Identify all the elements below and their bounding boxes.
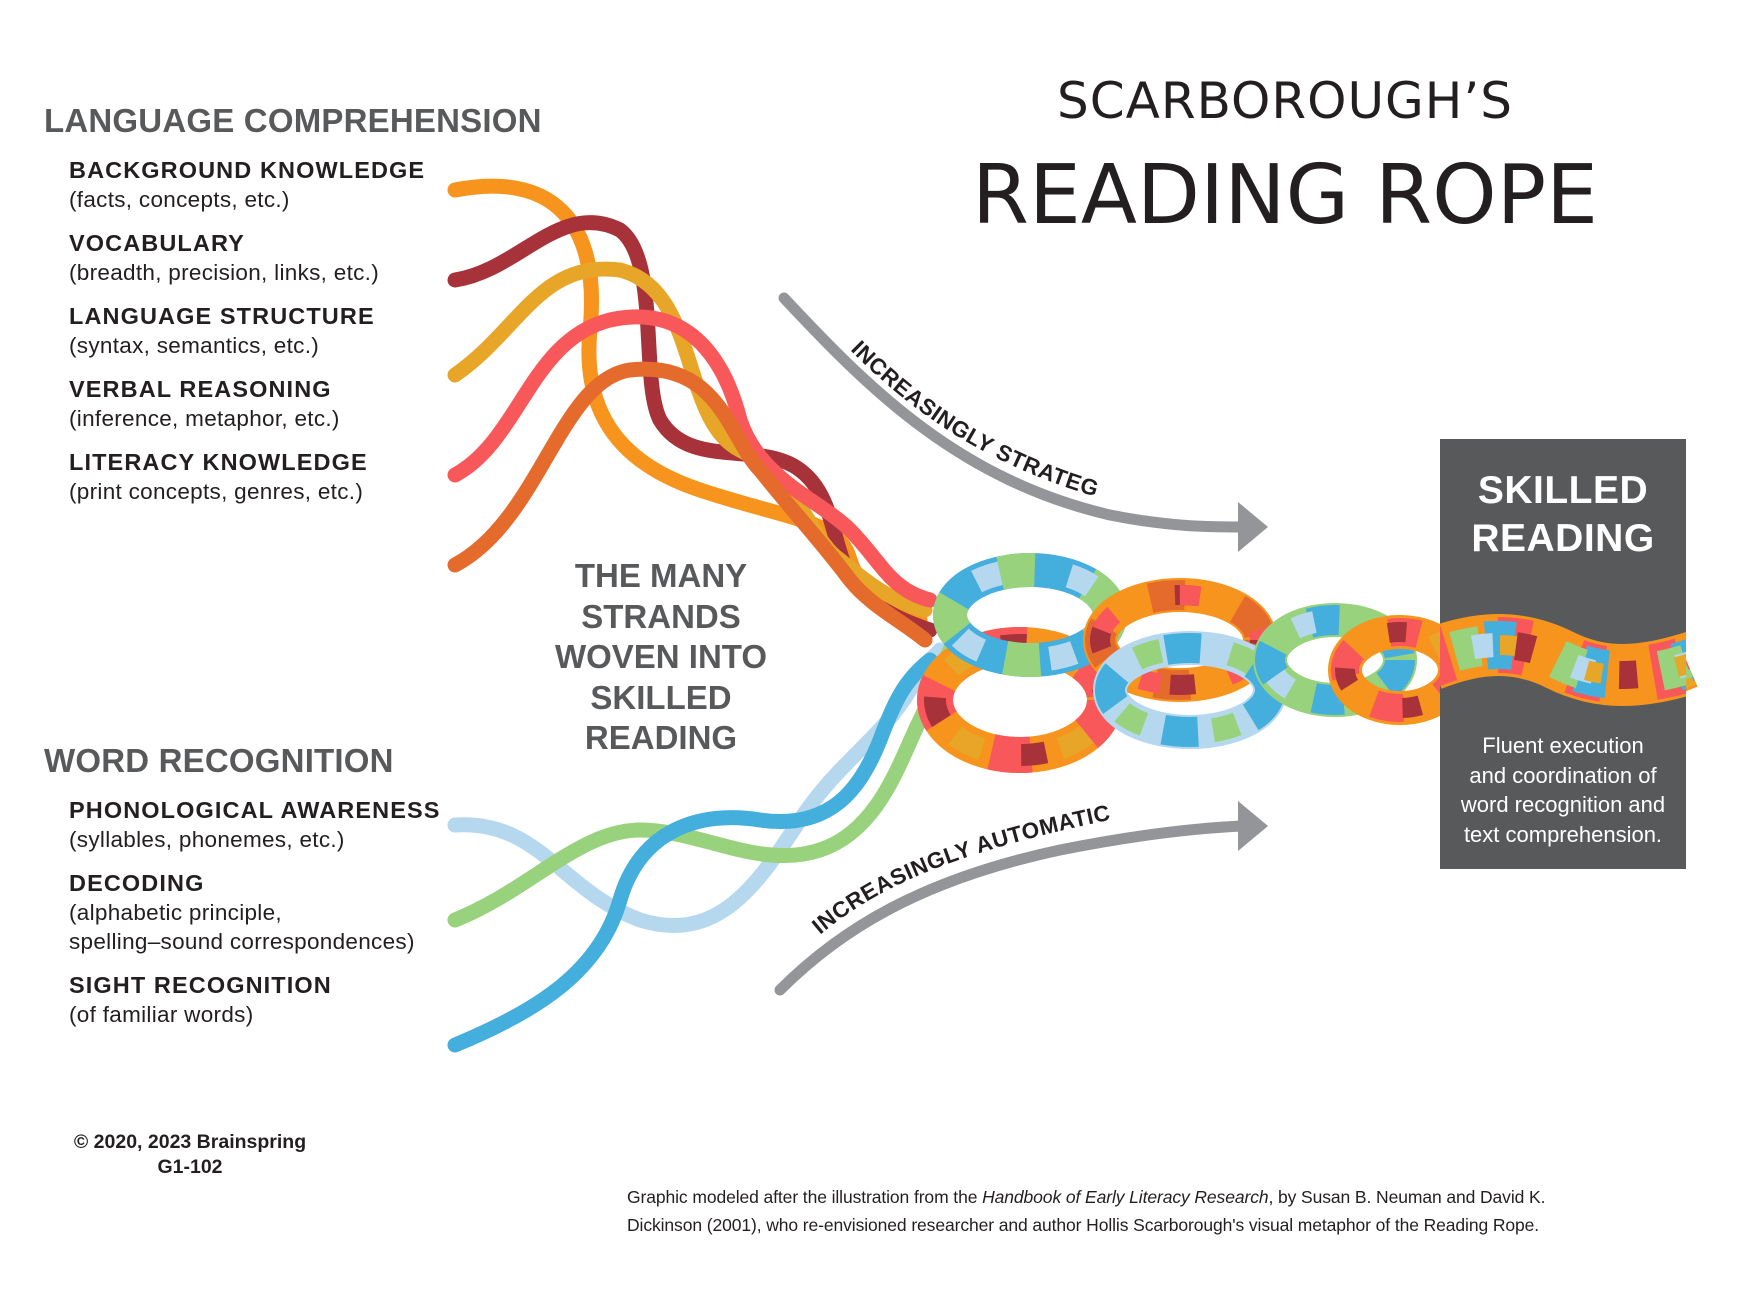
skilled-desc-line: and coordination of	[1469, 762, 1657, 788]
arrowhead-right-icon	[1238, 502, 1268, 552]
item-description: (facts, concepts, etc.)	[69, 187, 290, 212]
item-description: (of familiar words)	[69, 1002, 254, 1027]
item-title: VOCABULARY	[69, 230, 245, 256]
arrow-curve-automatic	[774, 820, 1248, 996]
center-label: THE MANY STRANDS WOVEN INTO SKILLED READ…	[531, 556, 791, 759]
strand-literacy-knowledge	[447, 361, 933, 648]
citation-line-2: Dickinson (2001), who re-envisioned rese…	[627, 1215, 1540, 1235]
item-title: LITERACY KNOWLEDGE	[69, 449, 368, 475]
skilled-reading-description: Fluent execution and coordination of wor…	[1440, 731, 1686, 849]
center-label-line: STRANDS	[581, 597, 741, 635]
title-line-1: SCARBOROUGH’S	[1056, 72, 1514, 130]
center-label-line: SKILLED	[590, 678, 732, 716]
list-item-background-knowledge: BACKGROUND KNOWLEDGE (facts, concepts, e…	[69, 155, 425, 214]
citation-book-title: Handbook of Early Literacy Research	[982, 1187, 1269, 1207]
skilled-desc-line: text comprehension.	[1463, 821, 1663, 847]
item-title: PHONOLOGICAL AWARENESS	[69, 797, 441, 823]
item-description: (syntax, semantics, etc.)	[69, 333, 320, 358]
item-description: (syllables, phonemes, etc.)	[69, 827, 345, 852]
skilled-reading-title: SKILLED READING	[1440, 467, 1686, 563]
skilled-desc-line: word recognition and	[1460, 792, 1666, 817]
copyright-notice: © 2020, 2023 Brainspring G1-102	[40, 1130, 340, 1180]
item-description: (alphabetic principle,	[69, 900, 282, 925]
item-title: VERBAL REASONING	[69, 376, 332, 402]
list-item-verbal-reasoning: VERBAL REASONING (inference, metaphor, e…	[69, 374, 340, 433]
item-description: spelling–sound correspondences)	[69, 929, 415, 954]
item-description: (inference, metaphor, etc.)	[69, 406, 340, 431]
language-comprehension-strands	[447, 178, 938, 648]
skilled-desc-line: Fluent execution	[1482, 733, 1644, 758]
citation: Graphic modeled after the illustration f…	[627, 1183, 1545, 1239]
item-description: (print concepts, genres, etc.)	[69, 479, 364, 504]
word-recognition-strands	[447, 642, 958, 1053]
list-item-literacy-knowledge: LITERACY KNOWLEDGE (print concepts, genr…	[69, 447, 368, 506]
list-item-phonological-awareness: PHONOLOGICAL AWARENESS (syllables, phone…	[69, 795, 441, 854]
center-label-line: THE MANY	[574, 557, 748, 594]
language-comprehension-heading: LANGUAGE COMPREHENSION	[44, 102, 542, 139]
center-label-line: READING	[584, 719, 738, 756]
item-title: DECODING	[69, 870, 205, 896]
list-item-language-structure: LANGUAGE STRUCTURE (syntax, semantics, e…	[69, 301, 375, 360]
center-label-line: WOVEN INTO	[554, 638, 768, 675]
word-recognition-heading: WORD RECOGNITION	[44, 742, 394, 779]
list-item-decoding: DECODING (alphabetic principle, spelling…	[69, 868, 415, 956]
strand-verbal-reasoning	[447, 309, 938, 608]
item-description: (breadth, precision, links, etc.)	[69, 260, 380, 285]
document-code: G1-102	[157, 1156, 223, 1178]
list-item-vocabulary: VOCABULARY (breadth, precision, links, e…	[69, 228, 379, 287]
skilled-title-line2: READING	[1471, 517, 1655, 560]
citation-line-1: Graphic modeled after the illustration f…	[627, 1183, 1545, 1211]
arrowhead-right-icon	[1238, 801, 1268, 851]
citation-text: , by Susan B. Neuman and David K.	[1268, 1187, 1546, 1207]
citation-text: Graphic modeled after the illustration f…	[627, 1187, 983, 1207]
strand-decoding	[447, 642, 958, 928]
copyright-text: © 2020, 2023 Brainspring	[73, 1131, 307, 1153]
item-title: BACKGROUND KNOWLEDGE	[69, 157, 426, 183]
list-item-sight-recognition: SIGHT RECOGNITION (of familiar words)	[69, 970, 332, 1029]
page-title: READING ROPE	[972, 148, 1598, 243]
item-title: LANGUAGE STRUCTURE	[69, 303, 375, 329]
item-title: SIGHT RECOGNITION	[69, 972, 332, 998]
arrow-curve-strategic	[778, 292, 1248, 533]
strand-sight-recognition	[447, 652, 938, 1053]
skilled-title-line1: SKILLED	[1477, 469, 1649, 512]
